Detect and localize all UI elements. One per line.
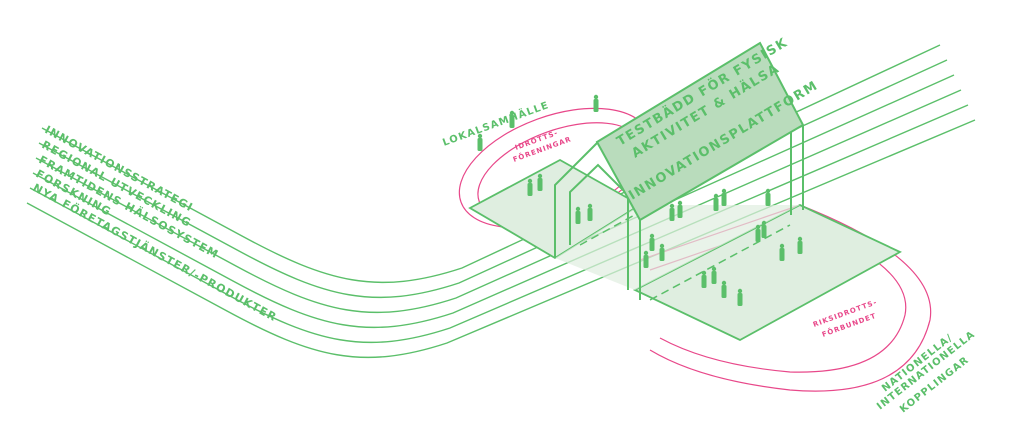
person-figure	[649, 233, 655, 251]
person-figure	[575, 206, 581, 224]
person-figure	[537, 173, 543, 191]
person-figure	[779, 243, 785, 261]
person-figure	[765, 188, 771, 206]
person-figure	[797, 236, 803, 254]
stream-lines	[26, 44, 976, 359]
person-figure	[721, 188, 727, 206]
stream-line	[35, 74, 955, 314]
stream-line	[29, 104, 969, 344]
person-figure	[593, 94, 599, 112]
person-figure	[755, 224, 761, 242]
platform-floor	[555, 205, 800, 290]
person-figure	[659, 243, 665, 261]
stream-line	[26, 119, 976, 359]
person-figure	[509, 110, 515, 128]
person-figure	[587, 203, 593, 221]
stream-line	[32, 89, 962, 329]
person-figure	[527, 178, 533, 196]
person-figure	[721, 280, 727, 298]
national-label-2: INTERNATIONELLA	[875, 329, 978, 412]
stream-line	[38, 59, 948, 299]
stream-line	[41, 44, 941, 284]
person-figure	[761, 220, 767, 238]
stream-labels: INNOVATIONSSTRATEGI REGIONAL UTVECKLING …	[31, 123, 280, 324]
person-figure	[713, 193, 719, 211]
person-figure	[669, 203, 675, 221]
person-figure	[677, 200, 683, 218]
person-figure	[701, 270, 707, 288]
person-figure	[711, 266, 717, 284]
person-figure	[477, 133, 483, 151]
person-figure	[643, 250, 649, 268]
person-figure	[737, 288, 743, 306]
people-figures	[477, 94, 803, 306]
roof-panel	[595, 41, 805, 222]
